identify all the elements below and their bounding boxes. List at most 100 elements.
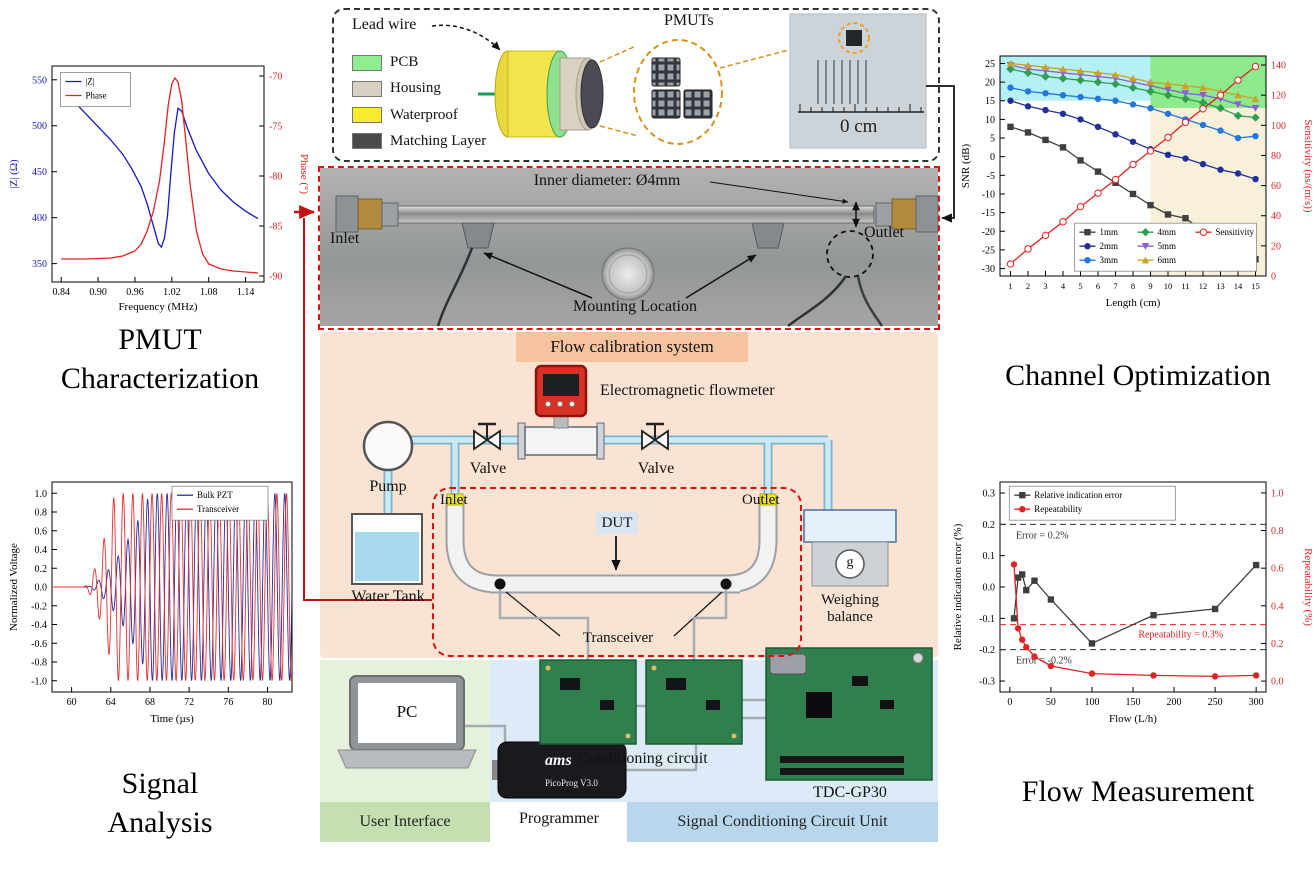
svg-text:|Z|: |Z| <box>85 76 94 86</box>
svg-text:10: 10 <box>1164 281 1173 291</box>
svg-text:0: 0 <box>1007 697 1012 708</box>
svg-text:-0.2: -0.2 <box>979 645 995 656</box>
svg-text:1.0: 1.0 <box>35 489 48 500</box>
section-title-pmut-characterization: PMUT Characterization <box>25 320 295 398</box>
svg-text:0: 0 <box>990 152 995 163</box>
svg-text:350: 350 <box>32 259 47 270</box>
svg-text:0.2: 0.2 <box>1271 639 1284 650</box>
svg-text:-75: -75 <box>269 122 282 133</box>
photo-link-arrow <box>926 85 955 223</box>
pmut-title-line1: PMUT <box>118 323 202 356</box>
svg-text:0.3: 0.3 <box>983 488 996 499</box>
svg-text:0.0: 0.0 <box>1271 677 1284 688</box>
svg-text:64: 64 <box>106 697 116 708</box>
svg-text:0.8: 0.8 <box>1271 526 1284 537</box>
assembly-legend-item: PCB <box>352 54 502 71</box>
svg-text:-0.3: -0.3 <box>979 677 995 688</box>
flowmeter-art <box>517 364 605 460</box>
svg-text:20: 20 <box>1271 241 1281 252</box>
svg-text:Error = -0.2%: Error = -0.2% <box>1016 656 1072 667</box>
pump-label: Pump <box>369 478 407 495</box>
svg-text:Repeatability = 0.3%: Repeatability = 0.3% <box>1138 630 1223 641</box>
svg-text:0.84: 0.84 <box>52 287 70 298</box>
svg-text:-80: -80 <box>269 172 282 183</box>
svg-text:13: 13 <box>1216 281 1225 291</box>
svg-text:4mm: 4mm <box>1157 227 1176 237</box>
dut-tube-art <box>445 493 778 637</box>
svg-text:50: 50 <box>1046 697 1056 708</box>
svg-text:2mm: 2mm <box>1099 241 1118 251</box>
svg-text:20: 20 <box>985 78 995 89</box>
picoprog-logo: ams <box>545 752 572 769</box>
svg-text:60: 60 <box>67 697 77 708</box>
svg-text:72: 72 <box>184 697 194 708</box>
svg-text:15: 15 <box>985 96 995 107</box>
svg-text:68: 68 <box>145 697 155 708</box>
svg-text:Time (µs): Time (µs) <box>150 713 194 725</box>
svg-text:1.0: 1.0 <box>1271 488 1284 499</box>
lead-wire-arrow <box>431 24 501 51</box>
tdc-board-art <box>765 647 933 781</box>
svg-text:Normalized Voltage: Normalized Voltage <box>8 543 20 631</box>
valve1-label: Valve <box>469 460 507 477</box>
svg-text:9: 9 <box>1148 281 1152 291</box>
svg-text:1.08: 1.08 <box>200 287 218 298</box>
svg-text:450: 450 <box>32 167 47 178</box>
pc-label: PC <box>396 702 418 721</box>
flow-calibration-tab: Flow calibration system <box>516 332 748 362</box>
section-title-channel-optimization: Channel Optimization <box>1005 359 1271 392</box>
balance-unit-label: g <box>846 555 854 570</box>
flow-calibration-panel <box>320 332 938 658</box>
svg-text:200: 200 <box>1167 697 1182 708</box>
weighing-balance-art <box>803 509 897 587</box>
svg-text:0.96: 0.96 <box>126 287 144 298</box>
lead-wire-label: Lead wire <box>352 16 417 33</box>
programmer-label: Programmer <box>519 810 599 827</box>
svg-text:0.6: 0.6 <box>35 526 48 537</box>
mounting-location-label: Mounting Location <box>573 298 697 315</box>
legend-label: Housing <box>390 80 441 97</box>
water-tank-label: Water Tank <box>351 588 425 605</box>
assembly-legend-item: Waterproof <box>352 107 502 124</box>
svg-text:150: 150 <box>1126 697 1141 708</box>
svg-text:0.0: 0.0 <box>983 583 996 594</box>
svg-text:3mm: 3mm <box>1099 255 1118 265</box>
user-interface-label: User Interface <box>359 813 451 830</box>
tdc-gp30-label: TDC-GP30 <box>813 784 887 801</box>
svg-text:Sensitivity: Sensitivity <box>1215 227 1254 237</box>
pmut-title-line2: Characterization <box>60 362 260 395</box>
valve-art <box>473 422 669 451</box>
svg-text:140: 140 <box>1271 61 1286 72</box>
svg-text:400: 400 <box>32 213 47 224</box>
svg-text:14: 14 <box>1234 281 1243 291</box>
svg-text:80: 80 <box>1271 151 1281 162</box>
laptop-art <box>337 675 477 769</box>
svg-text:-70: -70 <box>269 72 282 83</box>
conditioning-pcb-art <box>539 659 743 745</box>
svg-text:Relative indication error: Relative indication error <box>1034 490 1122 500</box>
svg-text:-0.2: -0.2 <box>31 601 47 612</box>
svg-text:-30: -30 <box>982 264 995 275</box>
svg-text:-0.8: -0.8 <box>31 658 47 669</box>
dut-inlet-label: Inlet <box>440 492 468 508</box>
svg-text:3: 3 <box>1043 281 1047 291</box>
svg-text:Flow (L/h): Flow (L/h) <box>1109 713 1157 725</box>
water-tank-art <box>351 513 423 585</box>
svg-text:40: 40 <box>1271 211 1281 222</box>
svg-text:Frequency (MHz): Frequency (MHz) <box>118 301 197 313</box>
svg-text:Length (cm): Length (cm) <box>1106 297 1161 309</box>
svg-text:Transceiver: Transceiver <box>197 504 239 514</box>
svg-text:10: 10 <box>985 115 995 126</box>
svg-text:Sensitivity (ns/(m/s)): Sensitivity (ns/(m/s)) <box>1302 119 1312 213</box>
svg-text:-25: -25 <box>982 245 995 256</box>
section-title-signal-analysis: Signal Analysis <box>30 764 290 842</box>
svg-text:1mm: 1mm <box>1099 227 1118 237</box>
svg-text:100: 100 <box>1271 121 1286 132</box>
svg-text:|Z| (Ω): |Z| (Ω) <box>8 159 20 189</box>
legend-label: Waterproof <box>390 106 458 123</box>
legend-color-chip <box>352 54 382 71</box>
svg-text:500: 500 <box>32 121 47 132</box>
svg-text:-15: -15 <box>982 208 995 219</box>
